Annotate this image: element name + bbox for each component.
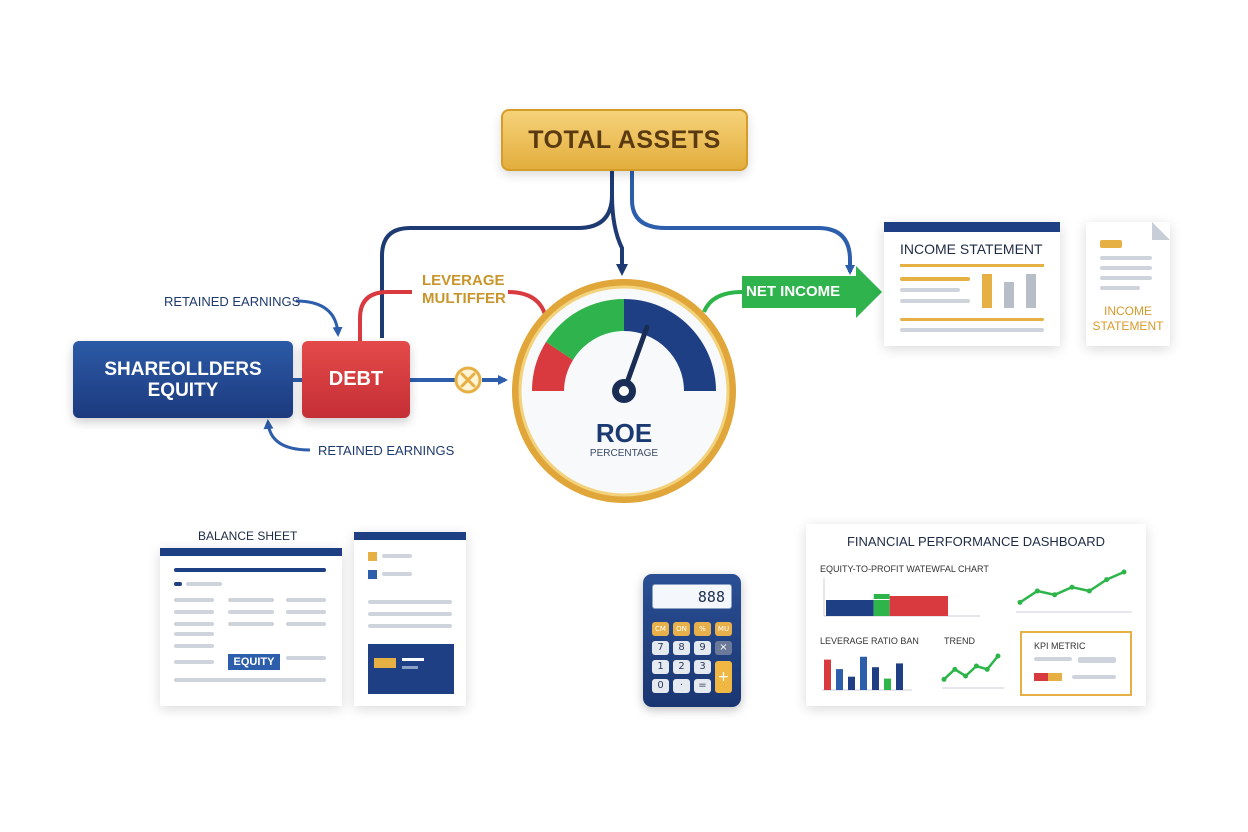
leverage-bar bbox=[872, 667, 879, 690]
leverage-line-2: MULTIFFER bbox=[422, 290, 506, 307]
calc-key: 7 bbox=[652, 641, 669, 655]
leverage-bar bbox=[824, 659, 831, 690]
leverage-bar bbox=[860, 656, 867, 690]
waterfall-bar bbox=[889, 596, 948, 616]
assets-to-roe-arrow bbox=[610, 194, 628, 276]
gauge-blue-zone bbox=[624, 299, 716, 391]
retained-earnings-bottom-label: RETAINED EARNINGS bbox=[318, 443, 455, 458]
trend-point bbox=[1017, 599, 1023, 605]
trend-point bbox=[973, 663, 979, 669]
net-income-label: NET INCOME bbox=[746, 283, 841, 300]
calc-key: % bbox=[694, 622, 711, 636]
gauge-green-zone bbox=[546, 298, 624, 360]
calc-key: 9 bbox=[694, 641, 711, 655]
roe-netincome-link bbox=[702, 290, 743, 313]
debt-label: DEBT bbox=[328, 368, 384, 390]
trend-point bbox=[1069, 584, 1075, 590]
income-mini-bar bbox=[1026, 274, 1036, 308]
roe-gauge: ROE PERCENTAGE bbox=[512, 279, 736, 503]
line-chart-top bbox=[1016, 569, 1132, 613]
waterfall-bar bbox=[873, 600, 890, 616]
leverage-bar bbox=[884, 678, 891, 690]
trend-point bbox=[1086, 588, 1092, 594]
trend-point bbox=[1104, 577, 1110, 583]
net-income-arrow bbox=[742, 266, 882, 318]
trend-point bbox=[941, 676, 947, 682]
leverage-multiplier-label: LEVERAGE MULTIFFER bbox=[422, 272, 506, 308]
calc-key: · bbox=[673, 679, 690, 693]
trend-point bbox=[952, 666, 958, 672]
calc-key: = bbox=[694, 679, 711, 693]
kpi-metric-card: KPI METRIC bbox=[1020, 631, 1132, 696]
kpi-metric-title: KPI METRIC bbox=[1034, 641, 1086, 651]
retained-earnings-top-arrow bbox=[295, 299, 343, 337]
waterfall-step bbox=[873, 594, 890, 599]
income-statement-card: INCOME STATEMENT bbox=[884, 222, 1060, 346]
calc-key: 2 bbox=[673, 660, 690, 674]
calc-key-plus: + bbox=[715, 661, 732, 693]
waterfall-bar bbox=[826, 600, 874, 616]
leverage-bar bbox=[836, 669, 843, 690]
assets-to-income-arrow bbox=[630, 167, 855, 275]
income-doc-line-1: INCOME bbox=[1104, 304, 1152, 318]
calc-key: MU bbox=[715, 622, 732, 636]
balance-sheet-card: EQUITY bbox=[160, 548, 342, 706]
calc-key: ON bbox=[673, 622, 690, 636]
trend-point bbox=[1052, 592, 1058, 598]
equity-line-1: SHAREOLLDERS bbox=[104, 358, 262, 380]
debt-leverage-link bbox=[358, 290, 412, 341]
calc-key: 8 bbox=[673, 641, 690, 655]
income-doc-line-2: STATEMENT bbox=[1092, 319, 1164, 333]
waterfall-chart bbox=[823, 578, 980, 617]
total-assets-box: TOTAL ASSETS bbox=[501, 109, 748, 171]
income-statement-document: INCOME STATEMENT bbox=[1086, 222, 1170, 346]
calculator-display: 888 bbox=[652, 584, 732, 609]
trend-chart bbox=[941, 653, 1004, 689]
leverage-ratio-title: LEVERAGE RATIO BAN bbox=[820, 636, 919, 646]
equity-line-2: EQUITY bbox=[147, 379, 219, 401]
calc-key: 1 bbox=[652, 660, 669, 674]
multiply-icon bbox=[454, 366, 482, 394]
leverage-line-1: LEVERAGE bbox=[422, 272, 505, 289]
income-card-header-bar bbox=[884, 222, 1060, 232]
trend-point bbox=[963, 673, 969, 679]
trend-title: TREND bbox=[944, 636, 975, 646]
financial-dashboard: FINANCIAL PERFORMANCE DASHBOARD EQUITY-T… bbox=[806, 524, 1146, 706]
roe-subtitle: PERCENTAGE bbox=[590, 448, 658, 459]
dashboard-title: FINANCIAL PERFORMANCE DASHBOARD bbox=[846, 534, 1106, 549]
trend-point bbox=[1034, 588, 1040, 594]
leverage-roe-link bbox=[507, 290, 548, 319]
leverage-ratio-chart bbox=[822, 656, 912, 691]
trend-point bbox=[1121, 569, 1127, 575]
balance-sheet-page-2 bbox=[354, 532, 466, 706]
gauge-red-zone bbox=[531, 342, 573, 391]
income-mini-bar bbox=[982, 274, 992, 308]
debt-box: DEBT bbox=[302, 341, 410, 418]
calc-key: CM bbox=[652, 622, 669, 636]
calc-key: 0 bbox=[652, 679, 669, 693]
waterfall-chart-title: EQUITY-TO-PROFIT WATEWFAL CHART bbox=[820, 564, 989, 574]
calc-key: 3 bbox=[694, 660, 711, 674]
balance-sheet-title: BALANCE SHEET bbox=[198, 529, 298, 543]
income-statement-title: INCOME STATEMENT bbox=[900, 241, 1043, 257]
total-assets-label: TOTAL ASSETS bbox=[528, 125, 721, 154]
trend-point bbox=[984, 666, 990, 672]
income-mini-bar bbox=[1004, 282, 1014, 308]
shareholders-equity-box: SHAREOLLDERS EQUITY bbox=[73, 341, 293, 418]
leverage-bar bbox=[848, 676, 855, 690]
balance-sheet-block bbox=[368, 644, 454, 694]
roe-title: ROE bbox=[596, 418, 652, 448]
retained-earnings-bottom-arrow bbox=[263, 419, 311, 452]
equity-tag: EQUITY bbox=[228, 654, 280, 670]
retained-earnings-top-label: RETAINED EARNINGS bbox=[164, 294, 301, 309]
assets-to-debt-connector bbox=[380, 167, 614, 338]
calculator: 888 CM ON % MU 7 8 9 × 1 2 3 0 · = + bbox=[643, 574, 741, 707]
trend-point bbox=[995, 653, 1001, 659]
trend-line bbox=[943, 655, 999, 681]
calc-key: × bbox=[715, 641, 732, 655]
leverage-bar bbox=[896, 663, 903, 690]
